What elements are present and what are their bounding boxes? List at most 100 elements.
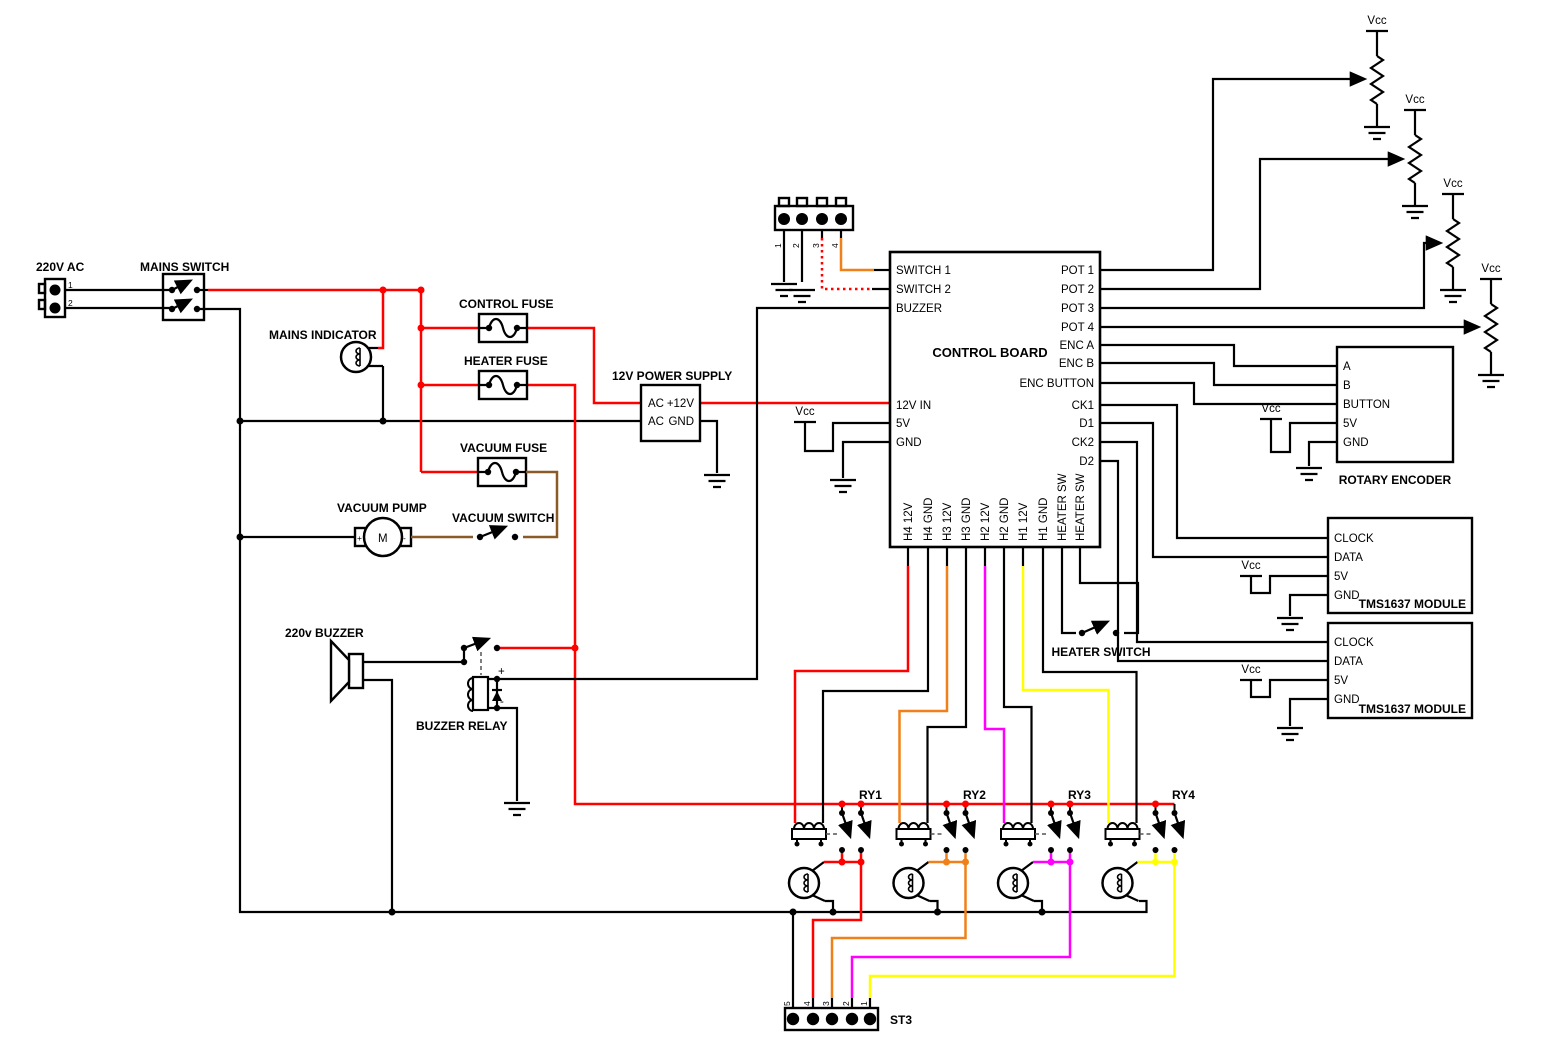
pin-pot3: POT 3: [1061, 303, 1094, 315]
pin-heater-sw-2: HEATER SW: [1075, 473, 1087, 541]
pin-pot1: POT 1: [1061, 265, 1094, 277]
fuse-icon: [477, 312, 529, 344]
st3-connector: 5 4 3 2 1 ST3: [782, 912, 912, 1032]
vacuum-pump: VACUUM PUMP M + -: [240, 501, 427, 558]
mains-switch-label: MAINS SWITCH: [140, 260, 229, 274]
ground-icon: [1362, 125, 1392, 141]
relay-ry4-icon: [1106, 804, 1183, 853]
svg-text:5V: 5V: [1343, 418, 1357, 430]
control-board-title: CONTROL BOARD: [932, 345, 1047, 360]
pin-h1-12v: H1 12V: [1018, 502, 1030, 541]
motor-m-label: M: [378, 533, 388, 545]
wire-h2-12v: [983, 566, 1006, 823]
vcc-label: Vcc: [1261, 403, 1280, 415]
heater3-leads: [1020, 861, 1044, 912]
fuse-icon: [477, 369, 529, 401]
buzzer: 220v BUZZER: [285, 626, 466, 912]
relay-ry2-label: RY2: [963, 788, 986, 802]
pin-pot4: POT 4: [1061, 322, 1095, 334]
svg-text:2: 2: [841, 1001, 851, 1006]
tms-module-body: [1326, 516, 1474, 615]
wire-htrsw-2: [1078, 547, 1140, 635]
relay-coil: [471, 675, 490, 712]
pin-pot2: POT 2: [1061, 284, 1094, 296]
pin-gnd: GND: [896, 437, 922, 449]
wire-h1-12v: [1021, 566, 1110, 823]
wire-h4-gnd: [821, 547, 930, 823]
wire-enc-a: [1100, 343, 1337, 368]
svg-text:5V: 5V: [1334, 675, 1348, 687]
indicator-leads: [368, 346, 383, 368]
svg-text:4: 4: [830, 243, 840, 248]
control-board-body: [888, 250, 1102, 549]
vacuum-pump-label: VACUUM PUMP: [337, 501, 427, 515]
ground-icon: [1438, 288, 1468, 304]
wire-fuse-to-switch: [523, 470, 559, 539]
wire-pot1: [1100, 71, 1368, 272]
svg-text:DATA: DATA: [1334, 656, 1363, 668]
pin-h2-gnd: H2 GND: [999, 498, 1011, 541]
ac-source-label: 220V AC: [36, 260, 85, 274]
heater-fuse: HEATER FUSE: [464, 354, 548, 401]
power-supply-body: [639, 383, 702, 443]
relay-ry3-label: RY3: [1068, 788, 1091, 802]
relay-ry4-label: RY4: [1172, 788, 1195, 802]
wire-h4-12v: [793, 566, 910, 823]
pin-h2-12v: H2 12V: [980, 502, 992, 541]
pin-switch2: SWITCH 2: [896, 284, 951, 296]
encoder-vcc-wire: [1260, 417, 1337, 454]
junction-dots: [236, 286, 1178, 916]
svg-text:GND: GND: [1343, 437, 1369, 449]
switch-blade: [171, 279, 193, 295]
svg-text:3: 3: [821, 1001, 831, 1006]
svg-text:5V: 5V: [1334, 571, 1348, 583]
wire-d2: [1100, 459, 1328, 663]
heater-switch: HEATER SWITCH: [1051, 547, 1151, 659]
wire-coil-plus-to-board: [488, 306, 890, 681]
ac-pin-2: [49, 302, 61, 314]
wire-h1-gnd: [1041, 547, 1138, 823]
tms-module-title: TMS1637 MODULE: [1359, 702, 1466, 716]
svg-text:A: A: [1343, 361, 1351, 373]
heater2-leads: [915, 861, 939, 912]
vacuum-fuse-label: VACUUM FUSE: [460, 441, 547, 455]
diode-icon: [492, 691, 502, 701]
wire-buzzer-top: [363, 651, 466, 664]
wire-h3-gnd: [926, 547, 968, 823]
wire-switch1-orange: [839, 238, 874, 272]
relay-coil-loops: [467, 677, 474, 712]
wire-enc-button: [1100, 381, 1337, 406]
wire-h2-gnd: [1002, 547, 1033, 823]
ground-icon: [502, 801, 532, 817]
board-power-symbols: Vcc: [794, 406, 890, 494]
heater-switch-label: HEATER SWITCH: [1051, 645, 1150, 659]
svg-text:1: 1: [859, 1001, 869, 1006]
svg-text:GND: GND: [1334, 590, 1360, 602]
vcc-label: Vcc: [795, 406, 814, 418]
ac-connector-tab: [37, 298, 47, 311]
buzzer-label: 220v BUZZER: [285, 626, 364, 640]
ac-pin-1: [49, 284, 61, 296]
wire-ck1: [1100, 403, 1328, 540]
pin-h1-gnd: H1 GND: [1038, 498, 1050, 541]
tms1-vcc-wire: [1240, 574, 1328, 595]
vcc-label: Vcc: [1481, 263, 1500, 275]
ac-connector-body: [43, 277, 67, 319]
motor-icon: [362, 516, 404, 558]
ground-icon: [1275, 726, 1305, 742]
wire-neutral-bus: [197, 307, 1148, 914]
wire-ac-to-switch: [65, 288, 172, 310]
pin-h3-gnd: H3 GND: [961, 498, 973, 541]
svg-text:3: 3: [811, 243, 821, 248]
svg-text:-: -: [403, 533, 406, 543]
heater-lamps: [787, 853, 1176, 998]
connector-gnd-wires: [782, 238, 804, 282]
pin-heater-sw-1: HEATER SW: [1057, 473, 1069, 541]
psu-gnd-wire: [700, 419, 719, 473]
vacuum-fuse: VACUUM FUSE: [460, 441, 547, 488]
wire-control-fuse-out: [527, 326, 641, 405]
svg-text:5: 5: [782, 1001, 792, 1006]
rotary-encoder-body: [1335, 345, 1455, 464]
